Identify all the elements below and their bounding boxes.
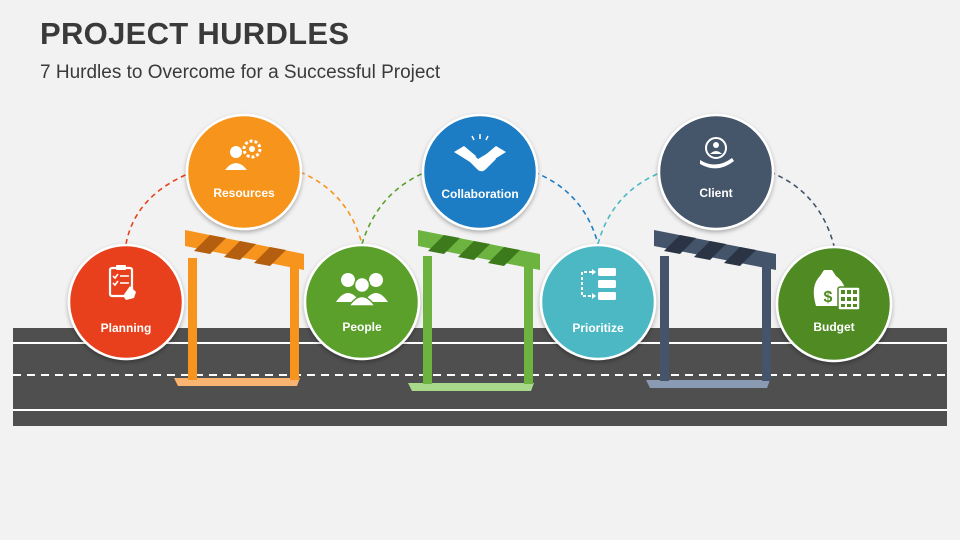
road xyxy=(13,328,947,426)
hurdle-circle-prioritize: Prioritize xyxy=(539,243,657,361)
hurdle-circle-budget: $ Budget xyxy=(775,245,893,363)
hurdle-label-collaboration: Collaboration xyxy=(441,187,518,201)
connector-client-budget xyxy=(769,171,835,247)
connector-planning-resources xyxy=(125,172,191,245)
hurdle-label-people: People xyxy=(342,320,382,334)
hurdle-label-budget: Budget xyxy=(813,320,854,334)
hurdle-circle-planning: Planning xyxy=(67,243,185,361)
hurdle-label-prioritize: Prioritize xyxy=(572,321,624,335)
connector-prioritize-client xyxy=(597,171,663,245)
hurdle-label-resources: Resources xyxy=(213,186,275,200)
hurdle-orange xyxy=(174,230,304,386)
hurdle-slate xyxy=(646,230,776,388)
hurdle-label-client: Client xyxy=(699,186,732,200)
handshake-icon xyxy=(454,134,506,172)
svg-text:$: $ xyxy=(824,289,833,306)
hand-holding-person-icon xyxy=(700,137,734,169)
money-bag-calculator-icon: $ xyxy=(813,270,861,311)
hurdle-circle-client: Client xyxy=(657,113,775,231)
connector-collaboration-prioritize xyxy=(533,171,599,245)
clipboard-checklist-icon xyxy=(108,265,136,300)
page-title: PROJECT HURDLES xyxy=(40,16,350,51)
hurdle-circle-people: People xyxy=(303,243,421,361)
connector-resources-people xyxy=(299,171,363,245)
page-subtitle: 7 Hurdles to Overcome for a Successful P… xyxy=(40,62,441,83)
connector-people-collaboration xyxy=(361,171,427,245)
person-gear-icon xyxy=(225,139,262,170)
connectors xyxy=(125,171,835,247)
flowchart-icon xyxy=(581,268,616,300)
hurdle-green xyxy=(408,230,540,391)
group-people-icon xyxy=(336,273,388,307)
hurdle-circle-collaboration: Collaboration xyxy=(421,113,539,231)
hurdle-circle-resources: Resources xyxy=(185,113,303,231)
hurdle-label-planning: Planning xyxy=(101,321,152,335)
